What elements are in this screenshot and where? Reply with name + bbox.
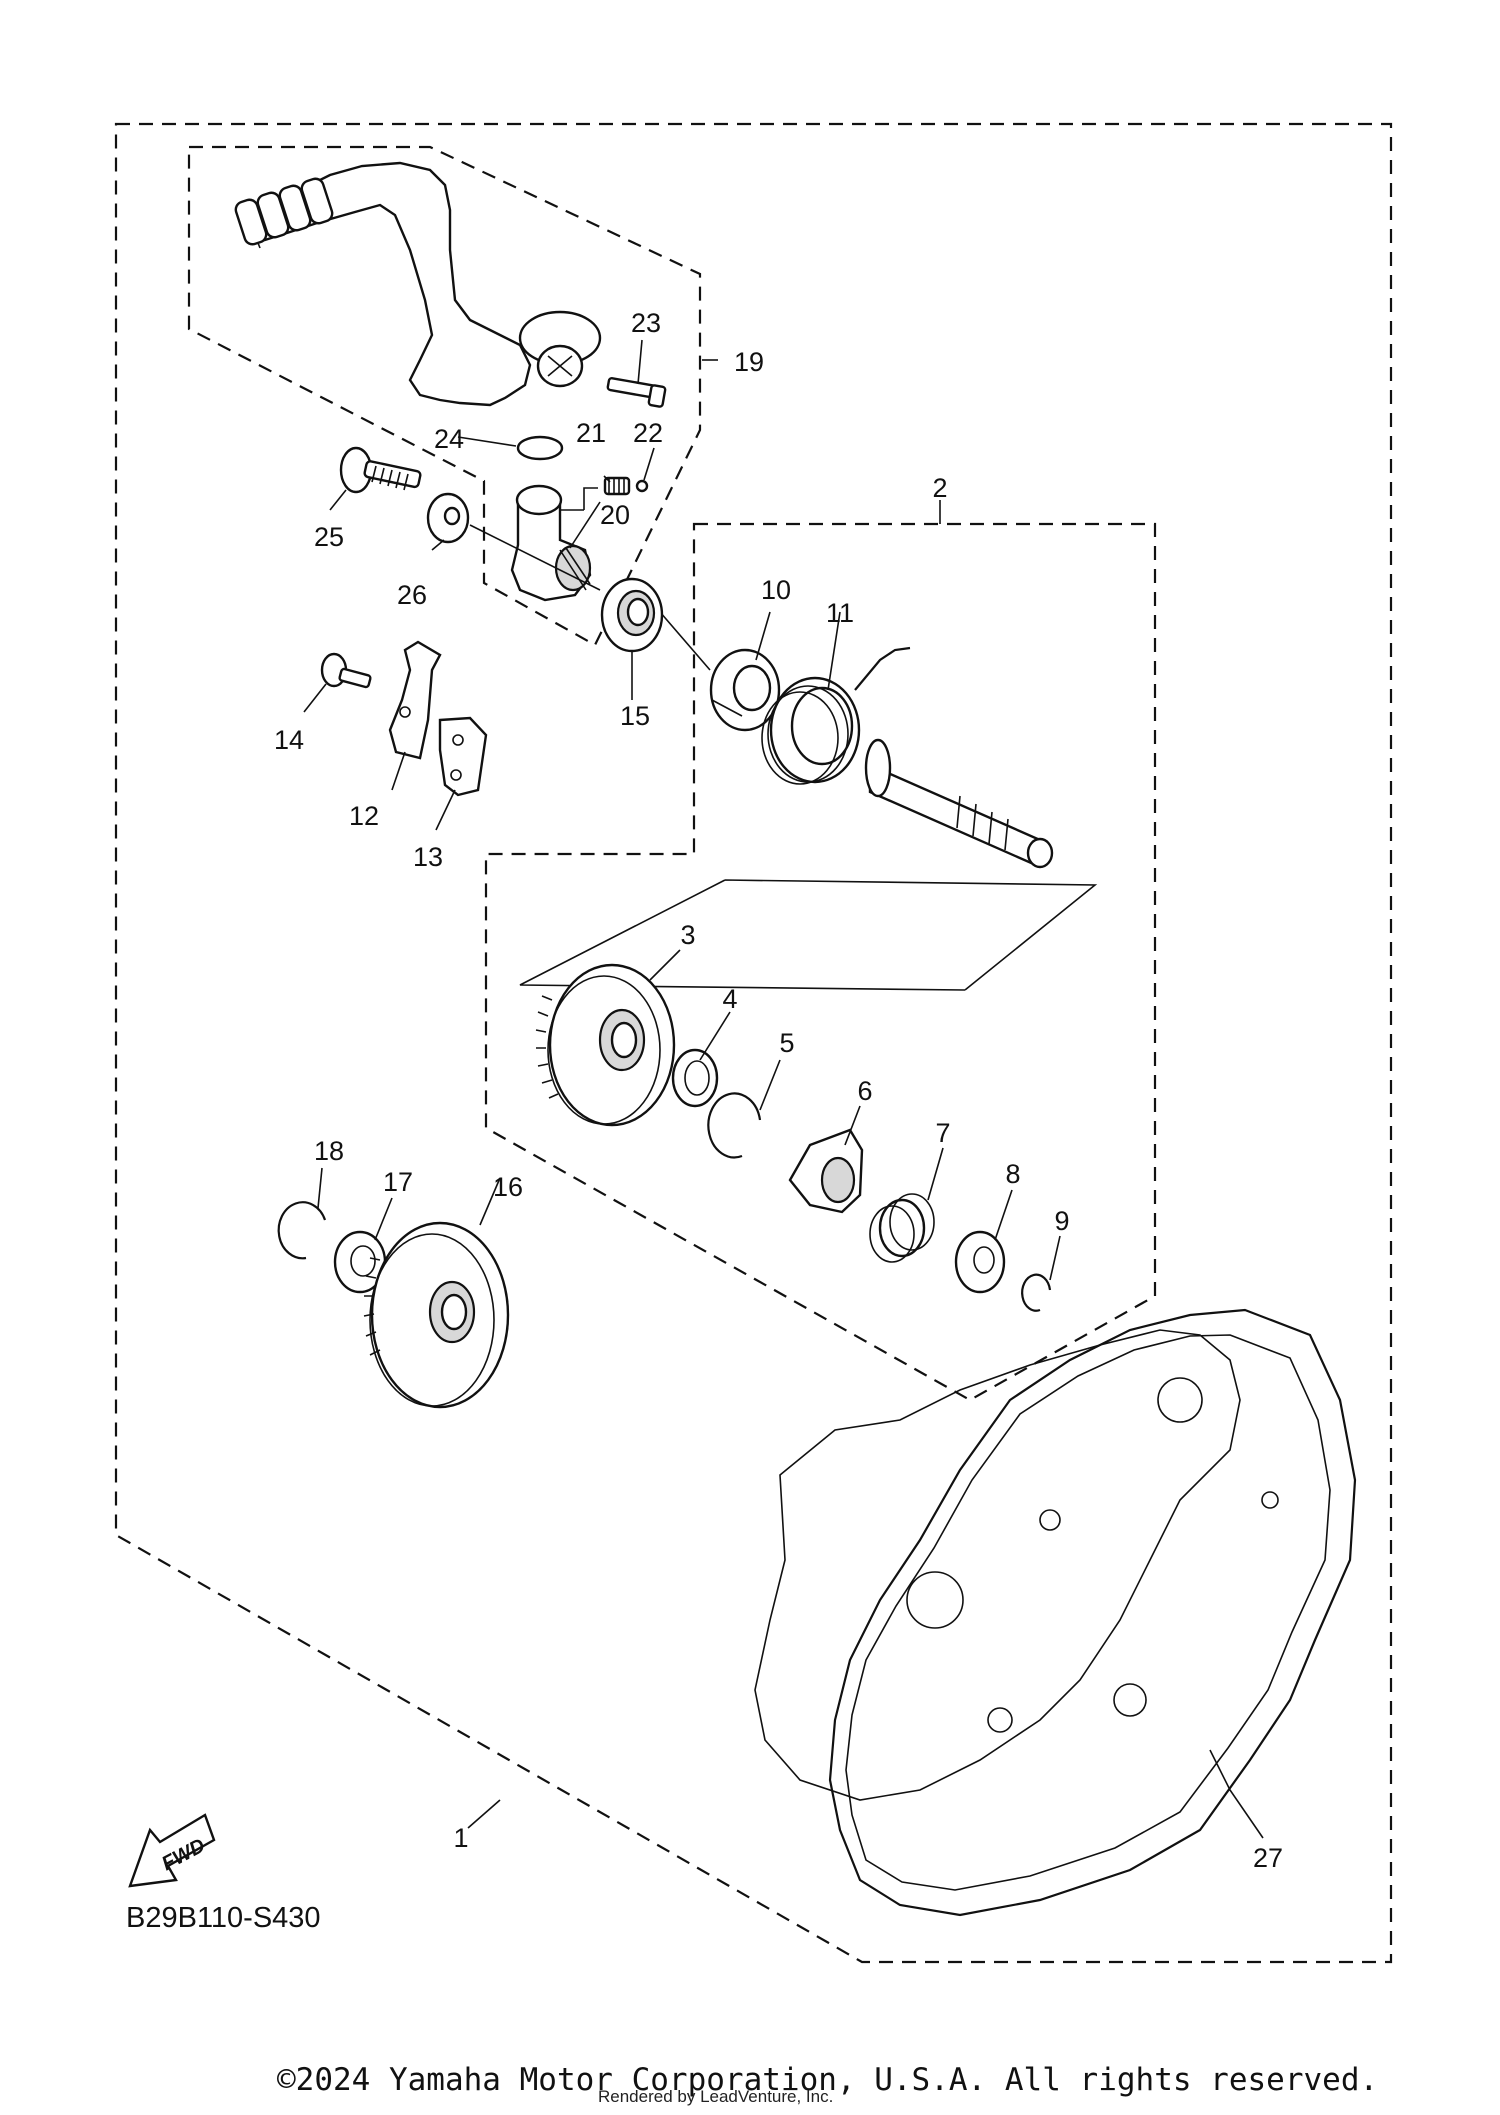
callout-18: 18 (314, 1136, 344, 1166)
circlip-18 (277, 1201, 327, 1260)
callout-13: 13 (413, 842, 443, 872)
callout-23: 23 (631, 308, 661, 338)
callout-1: 1 (453, 1823, 468, 1853)
callout-9: 9 (1054, 1206, 1069, 1236)
callout-17: 17 (383, 1167, 413, 1197)
callout-6: 6 (857, 1076, 872, 1106)
washer-4 (671, 1048, 719, 1108)
spring-21 (603, 476, 631, 496)
stopper-12 (388, 640, 442, 760)
callout-22: 22 (633, 418, 663, 448)
callout-16: 16 (493, 1172, 523, 1202)
washer-8 (954, 1230, 1006, 1294)
bolt-14 (320, 652, 372, 689)
callout-14: 14 (274, 725, 304, 755)
callout-26: 26 (397, 580, 427, 610)
callout-7: 7 (935, 1118, 950, 1148)
plate-13 (438, 716, 488, 797)
rendered-by-notice: Rendered by LeadVenture, Inc. (598, 2087, 833, 2106)
kick-shaft-2-boundary (484, 522, 1157, 1402)
circlip-9 (1021, 1273, 1052, 1312)
callout-21: 21 (576, 418, 606, 448)
callout-8: 8 (1005, 1159, 1020, 1189)
ratchet-6 (788, 1128, 864, 1214)
washer-26 (426, 492, 470, 544)
leader-lines (303, 339, 1264, 1839)
callout-2: 2 (932, 473, 947, 503)
callout-12: 12 (349, 801, 379, 831)
clip-10 (709, 648, 781, 732)
crankcase-cover (754, 1308, 1357, 1917)
leader-20 (560, 487, 598, 511)
bolt-25 (339, 446, 422, 494)
bolt-23 (606, 377, 667, 408)
fwd-arrow-icon: FWD (128, 1813, 216, 1888)
kick-crank-lever (234, 161, 602, 407)
callout-4: 4 (722, 984, 737, 1014)
callout-27: 27 (1253, 1843, 1283, 1873)
callout-10: 10 (761, 575, 791, 605)
callout-20: 20 (600, 500, 630, 530)
kick-crank-19-boundary (187, 145, 702, 647)
callout-5: 5 (779, 1028, 794, 1058)
centerline-crank (469, 524, 711, 671)
callout-labels: 1 2 3 4 5 6 7 8 9 10 11 12 13 14 15 16 1… (274, 308, 1283, 1873)
assembly-1-boundary (114, 122, 1393, 1964)
shaft-gear-leader (519, 879, 1098, 991)
idle-gear-16 (363, 1221, 510, 1409)
diagram-code: B29B110-S430 (126, 1902, 321, 1934)
callout-3: 3 (680, 920, 695, 950)
callout-11: 11 (826, 598, 854, 628)
spring-7 (869, 1193, 935, 1263)
oil-seal-15 (600, 577, 664, 653)
gear-3 (535, 963, 676, 1127)
callout-15: 15 (620, 701, 650, 731)
kick-boss-20 (510, 484, 592, 602)
callout-25: 25 (314, 522, 344, 552)
o-ring-24 (516, 435, 564, 461)
ball-22 (635, 479, 649, 493)
torsion-spring-11 (761, 646, 911, 785)
circlip-5 (707, 1092, 762, 1159)
kick-shaft (864, 738, 1054, 869)
copyright-notice: ©2024 Yamaha Motor Corporation, U.S.A. A… (277, 2062, 1378, 2098)
callout-19: 19 (734, 347, 764, 377)
callout-24: 24 (434, 424, 464, 454)
